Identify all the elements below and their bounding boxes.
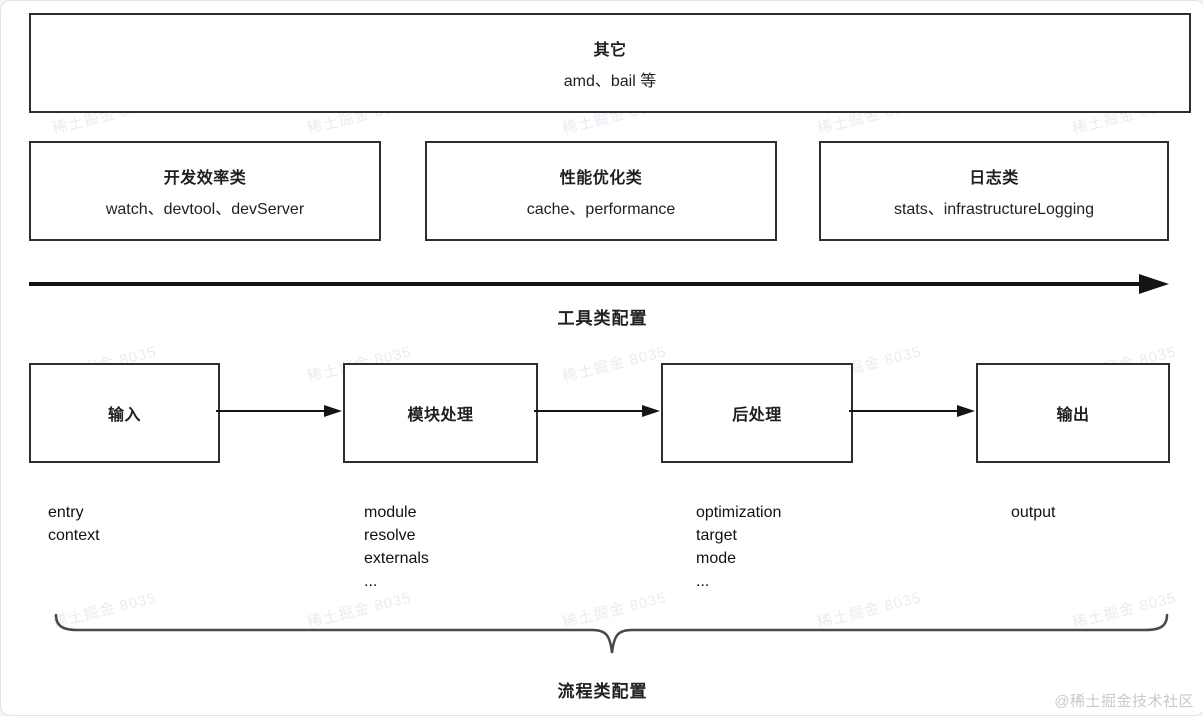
list-item: target [696,527,737,544]
flow-node-output: 输出 [976,363,1170,463]
category-box-subtitle: watch、devtool、devServer [105,200,305,218]
flow-node-label: 后处理 [732,407,782,424]
category-box-performance: 性能优化类 cache、performance [425,141,777,241]
tiled-watermark: 稀土掘金 8035 [560,343,669,386]
flow-config-brace-icon [54,613,1169,654]
category-box-title: 性能优化类 [559,169,643,187]
flow-node-label: 输入 [107,407,141,424]
flow-node-post-processing: 后处理 [661,363,853,463]
list-item: module [364,504,417,521]
post-options-list: optimization target mode ... [696,501,781,593]
corner-watermark: @稀土掘金技术社区 [1054,693,1194,710]
other-box-title: 其它 [593,41,627,59]
other-box-subtitle: amd、bail 等 [563,72,657,90]
list-item: externals [364,550,429,567]
tool-config-arrow-icon [29,274,1169,294]
flow-arrow-icon [216,405,342,417]
flow-arrow-icon [534,405,660,417]
list-item: context [48,527,100,544]
list-item: output [1011,504,1056,521]
input-options-list: entry context [48,501,100,547]
category-box-subtitle: stats、infrastructureLogging [893,200,1095,218]
other-category-box: 其它 amd、bail 等 [29,13,1191,113]
category-box-dev-efficiency: 开发效率类 watch、devtool、devServer [29,141,381,241]
flow-node-input: 输入 [29,363,220,463]
tool-config-label: 工具类配置 [557,309,648,328]
flow-arrow-icon [849,405,975,417]
module-options-list: module resolve externals ... [364,501,429,593]
flow-node-label: 模块处理 [407,407,474,424]
list-item: entry [48,504,84,521]
list-item: ... [364,573,378,590]
list-item: ... [696,573,710,590]
category-box-logging: 日志类 stats、infrastructureLogging [819,141,1169,241]
category-box-subtitle: cache、performance [526,200,676,218]
flow-node-module-processing: 模块处理 [343,363,538,463]
flow-config-label: 流程类配置 [557,682,648,701]
list-item: mode [696,550,737,567]
category-box-title: 开发效率类 [163,169,247,187]
output-options-list: output [1011,501,1055,524]
flow-node-label: 输出 [1056,407,1090,424]
list-item: resolve [364,527,416,544]
category-box-title: 日志类 [969,169,1019,187]
list-item: optimization [696,504,782,521]
